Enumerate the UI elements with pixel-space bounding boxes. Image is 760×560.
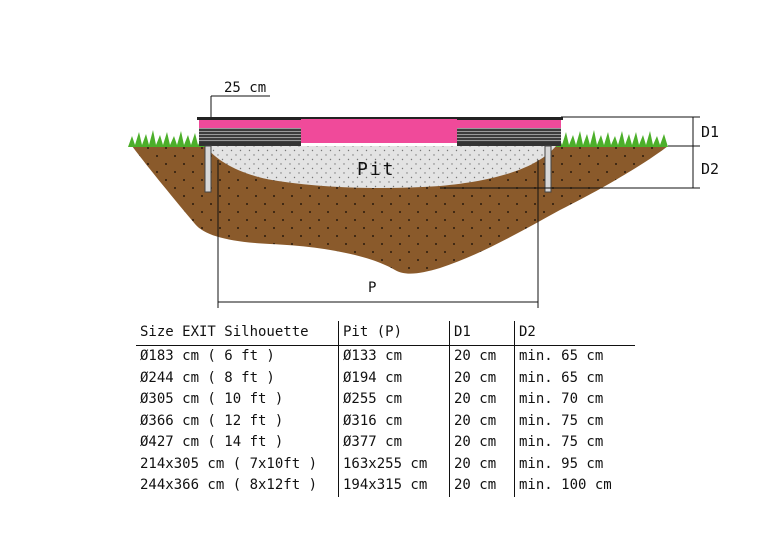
cell-pit: Ø133 cm: [338, 345, 450, 368]
cell-pit: 194x315 cm: [338, 475, 450, 497]
cell-d2: min. 65 cm: [514, 345, 635, 368]
grass-left: [128, 130, 206, 147]
cell-pit: Ø194 cm: [338, 367, 450, 389]
cell-d1: 20 cm: [449, 410, 515, 432]
table-row: 244x366 cm ( 8x12ft ) 194x315 cm 20 cm m…: [136, 475, 635, 497]
cell-pit: Ø377 cm: [338, 432, 450, 454]
cell-size: 244x366 cm ( 8x12ft ): [140, 477, 318, 493]
frame-top-rail: [197, 117, 563, 120]
cell-pit: Ø255 cm: [338, 389, 450, 411]
cell-d1: 20 cm: [449, 367, 515, 389]
header-d1: D1: [449, 321, 515, 346]
table-row: 214x305 cm ( 7x10ft ) 163x255 cm 20 cm m…: [136, 453, 635, 475]
table-row: Ø183 cm ( 6 ft ) Ø133 cm 20 cm min. 65 c…: [136, 345, 635, 368]
frame-bottom-rail-right: [457, 142, 561, 146]
cell-d1: 20 cm: [449, 432, 515, 454]
d1-label: D1: [701, 123, 719, 141]
leg-left: [204, 145, 212, 193]
table-header-row: Size EXIT Silhouette Pit (P) D1 D2: [136, 321, 635, 346]
cell-size: Ø427 cm ( 14 ft ): [140, 434, 284, 450]
edge-width-label: 25 cm: [224, 80, 266, 96]
table-row: Ø305 cm ( 10 ft ) Ø255 cm 20 cm min. 70 …: [136, 389, 635, 411]
cell-d2: min. 75 cm: [514, 432, 635, 454]
pit-diameter-label: P: [368, 280, 376, 296]
table-row: Ø427 cm ( 14 ft ) Ø377 cm 20 cm min. 75 …: [136, 432, 635, 454]
cell-d2: min. 70 cm: [514, 389, 635, 411]
cell-d2: min. 95 cm: [514, 453, 635, 475]
cell-d1: 20 cm: [449, 345, 515, 368]
trampoline-pit-diagram: 25 cm D1 D2 Pit P: [128, 80, 719, 308]
cell-size: Ø183 cm ( 6 ft ): [140, 348, 275, 364]
table-row: Ø244 cm ( 8 ft ) Ø194 cm 20 cm min. 65 c…: [136, 367, 635, 389]
table-row: Ø366 cm ( 12 ft ) Ø316 cm 20 cm min. 75 …: [136, 410, 635, 432]
leg-right: [544, 145, 552, 193]
size-specification-table: Size EXIT Silhouette Pit (P) D1 D2 Ø183 …: [136, 321, 635, 497]
frame-bottom-rail-left: [199, 142, 301, 146]
header-d2: D2: [514, 321, 635, 346]
pit-area: [205, 146, 556, 188]
cell-d2: min. 65 cm: [514, 367, 635, 389]
cell-size: Ø244 cm ( 8 ft ): [140, 369, 275, 386]
cell-size: 214x305 cm ( 7x10ft ): [140, 455, 318, 472]
grass-right: [556, 130, 668, 147]
cell-d1: 20 cm: [449, 389, 515, 411]
header-size: Size EXIT Silhouette: [140, 324, 309, 341]
cell-pit: 163x255 cm: [338, 453, 450, 475]
cell-size: Ø305 cm ( 10 ft ): [140, 391, 284, 407]
cell-d2: min. 75 cm: [514, 410, 635, 432]
cell-d1: 20 cm: [449, 453, 515, 475]
frame-edge-padding: [199, 120, 561, 128]
cell-d2: min. 100 cm: [514, 475, 635, 497]
cell-size: Ø366 cm ( 12 ft ): [140, 412, 284, 429]
pit-label: Pit: [357, 159, 396, 180]
cell-pit: Ø316 cm: [338, 410, 450, 432]
d2-label: D2: [701, 160, 719, 178]
cell-d1: 20 cm: [449, 475, 515, 497]
header-pit: Pit (P): [338, 321, 450, 346]
